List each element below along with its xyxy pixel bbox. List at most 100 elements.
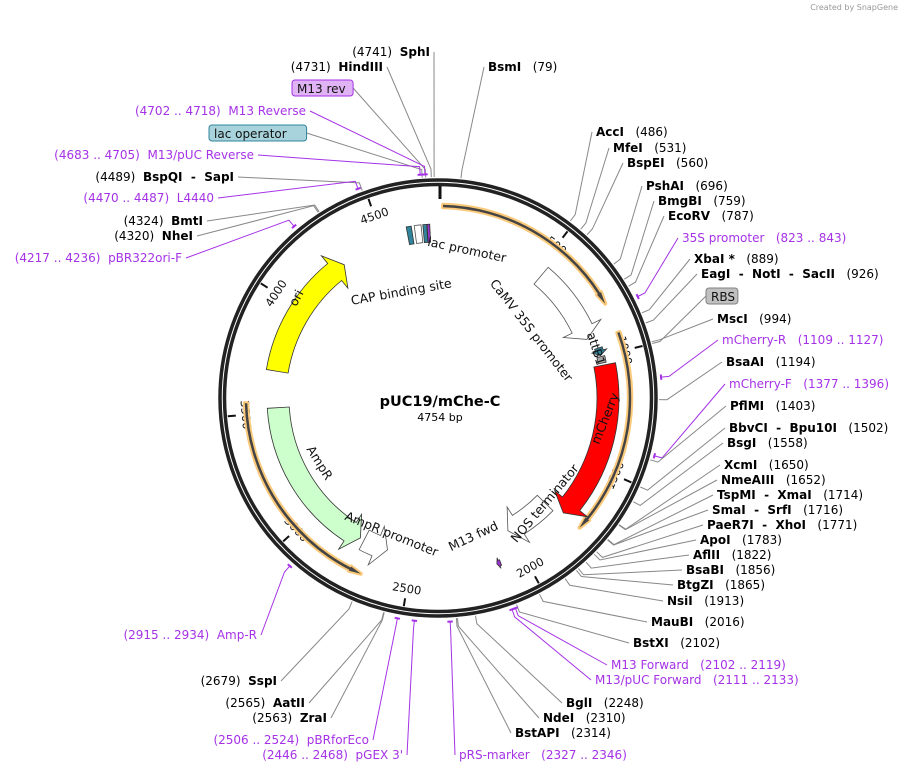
site-name: EagI - NotI - SacII [701, 267, 835, 281]
site-label-enzyme[interactable]: NdeI (2310) [543, 711, 626, 725]
site-label-primer[interactable]: 35S promoter (823 .. 843) [682, 231, 846, 245]
site-label-enzyme[interactable]: BsaBI (1856) [686, 563, 775, 577]
site-label-enzyme[interactable]: BbvCI - Bpu10I (1502) [729, 421, 888, 435]
orf-arc[interactable] [242, 401, 363, 576]
svg-text:(4683 .. 4705) M13/pUC Revers: (4683 .. 4705) M13/pUC Reverse [54, 148, 254, 162]
site-label-box[interactable]: M13 rev [291, 79, 354, 97]
label-leader-line [257, 154, 421, 176]
site-label-primer[interactable]: M13 Forward (2102 .. 2119) [611, 658, 786, 672]
site-label-primer[interactable]: (2915 .. 2934) Amp-R [123, 628, 257, 642]
site-label-enzyme[interactable]: EagI - NotI - SacII (926) [701, 267, 879, 281]
site-label-enzyme[interactable]: (2679) SspI [201, 674, 277, 688]
feature-segment[interactable] [596, 355, 607, 365]
site-label-enzyme[interactable]: BmgBI (759) [658, 194, 746, 208]
svg-text:NdeI (2310): NdeI (2310) [543, 711, 626, 725]
feature-nos-terminator[interactable] [506, 494, 554, 544]
site-name: BspEI [627, 156, 665, 170]
site-label-box[interactable]: lac operator [208, 124, 308, 142]
feature-lac-promoter[interactable] [413, 224, 424, 244]
site-label-enzyme[interactable]: BspEI (560) [627, 156, 708, 170]
label-leader-line [564, 578, 664, 602]
site-position: (889) [746, 252, 778, 266]
site-label-primer[interactable]: (4470 .. 4487) L4440 [83, 191, 214, 205]
site-label-primer[interactable]: M13/pUC Forward (2111 .. 2133) [595, 673, 799, 687]
site-label-enzyme[interactable]: MauBI (2016) [651, 615, 745, 629]
feature-attb1[interactable] [590, 346, 608, 356]
site-label-enzyme[interactable]: BglI (2248) [566, 696, 644, 710]
site-name: ZraI [300, 711, 327, 725]
box-label[interactable] [705, 287, 739, 305]
site-label-primer[interactable]: (2446 .. 2468) pGEX 3' [262, 748, 403, 762]
site-label-enzyme[interactable]: BsaAI (1194) [726, 355, 816, 369]
site-label-enzyme[interactable]: PshAI (696) [646, 179, 728, 193]
site-label-enzyme[interactable]: (2563) ZraI [252, 711, 327, 725]
orf-arc[interactable] [441, 202, 608, 306]
site-label-primer[interactable]: (4683 .. 4705) M13/pUC Reverse [54, 148, 254, 162]
site-label-enzyme[interactable]: NmeAIII (1652) [721, 473, 826, 487]
feature-mcherry[interactable] [553, 362, 620, 518]
site-label-enzyme[interactable]: MscI (994) [717, 312, 791, 326]
svg-text:AccI (486): AccI (486) [596, 125, 668, 139]
site-label-enzyme[interactable]: MfeI (531) [613, 141, 687, 155]
site-position: (2327 .. 2346) [541, 748, 627, 762]
label-leader-line [372, 617, 399, 741]
site-label-enzyme[interactable]: BstAPI (2314) [515, 726, 611, 740]
site-label-enzyme[interactable]: PaeR7I - XhoI (1771) [707, 518, 857, 532]
site-position: (1403) [776, 399, 816, 413]
feature-label: attB1 [584, 330, 609, 367]
site-name: AccI [596, 125, 624, 139]
site-label-enzyme[interactable]: PflMI (1403) [730, 399, 815, 413]
feature-ori[interactable] [265, 254, 349, 374]
plasmid-length: 4754 bp [417, 411, 462, 424]
site-label-primer[interactable]: mCherry-R (1109 .. 1127) [722, 333, 883, 347]
site-position: (1771) [817, 518, 857, 532]
site-label-enzyme[interactable]: (2565) AatII [225, 696, 305, 710]
feature-ampr-promoter[interactable] [358, 524, 388, 567]
feature-segment[interactable] [426, 223, 432, 243]
feature-m13-fwd[interactable] [496, 557, 503, 569]
site-name: BbvCI - Bpu10I [729, 421, 837, 435]
site-label-enzyme[interactable]: (4489) BspQI - SapI [95, 170, 234, 184]
site-label-enzyme[interactable]: (4741) SphI [352, 45, 430, 59]
site-label-enzyme[interactable]: AflII (1822) [693, 548, 771, 562]
site-label-enzyme[interactable]: BstXI (2102) [633, 636, 720, 650]
site-label-box[interactable]: RBS [705, 287, 739, 305]
label-leader-line [632, 442, 724, 506]
label-leader-line [641, 258, 691, 314]
site-label-enzyme[interactable]: NsiI (1913) [667, 594, 744, 608]
site-name: M13 Forward [611, 658, 689, 672]
site-position: (787) [722, 209, 754, 223]
svg-text:PaeR7I - XhoI (1771): PaeR7I - XhoI (1771) [707, 518, 857, 532]
site-label-primer[interactable]: (4702 .. 4718) M13 Reverse [135, 104, 306, 118]
site-label-enzyme[interactable]: SmaI - SrfI (1716) [712, 503, 843, 517]
site-name: BstXI [633, 636, 669, 650]
site-label-enzyme[interactable]: BsgI (1558) [727, 436, 808, 450]
site-label-enzyme[interactable]: XbaI * (889) [694, 252, 779, 266]
site-label-primer[interactable]: mCherry-F (1377 .. 1396) [729, 377, 889, 391]
orf-arc[interactable] [577, 330, 634, 530]
site-label-enzyme[interactable]: BtgZI (1865) [677, 578, 765, 592]
svg-text:(4470 .. 4487) L4440: (4470 .. 4487) L4440 [83, 191, 214, 205]
site-label-enzyme[interactable]: (4324) BmtI [124, 214, 203, 228]
feature-cap-binding-site[interactable] [405, 225, 415, 246]
site-label-enzyme[interactable]: AccI (486) [596, 125, 668, 139]
site-label-enzyme[interactable]: TspMI - XmaI (1714) [717, 488, 863, 502]
site-label-enzyme[interactable]: BsmI (79) [488, 60, 557, 74]
site-label-enzyme[interactable]: EcoRV (787) [668, 209, 754, 223]
svg-text:MscI (994): MscI (994) [717, 312, 791, 326]
site-label-enzyme[interactable]: (4320) NheI [114, 229, 193, 243]
feature-camv-35s-promoter[interactable] [533, 266, 603, 340]
site-label-primer[interactable]: (4217 .. 4236) pBR322ori-F [15, 251, 182, 265]
box-label[interactable] [291, 79, 354, 97]
label-leader-line [650, 405, 727, 463]
site-label-primer[interactable]: (2506 .. 2524) pBRforEco [213, 733, 369, 747]
label-leader-line [280, 601, 353, 682]
site-label-enzyme[interactable]: XcmI (1650) [724, 458, 809, 472]
box-label[interactable] [208, 124, 308, 142]
site-label-enzyme[interactable]: ApoI (1783) [700, 533, 782, 547]
feature-ampr[interactable] [266, 406, 363, 551]
site-label-primer[interactable]: pRS-marker (2327 .. 2346) [459, 748, 627, 762]
svg-text:(4217 .. 4236) pBR322ori-F: (4217 .. 4236) pBR322ori-F [15, 251, 182, 265]
site-label-enzyme[interactable]: (4731) HindIII [291, 60, 383, 74]
site-name: XbaI * [694, 252, 736, 266]
